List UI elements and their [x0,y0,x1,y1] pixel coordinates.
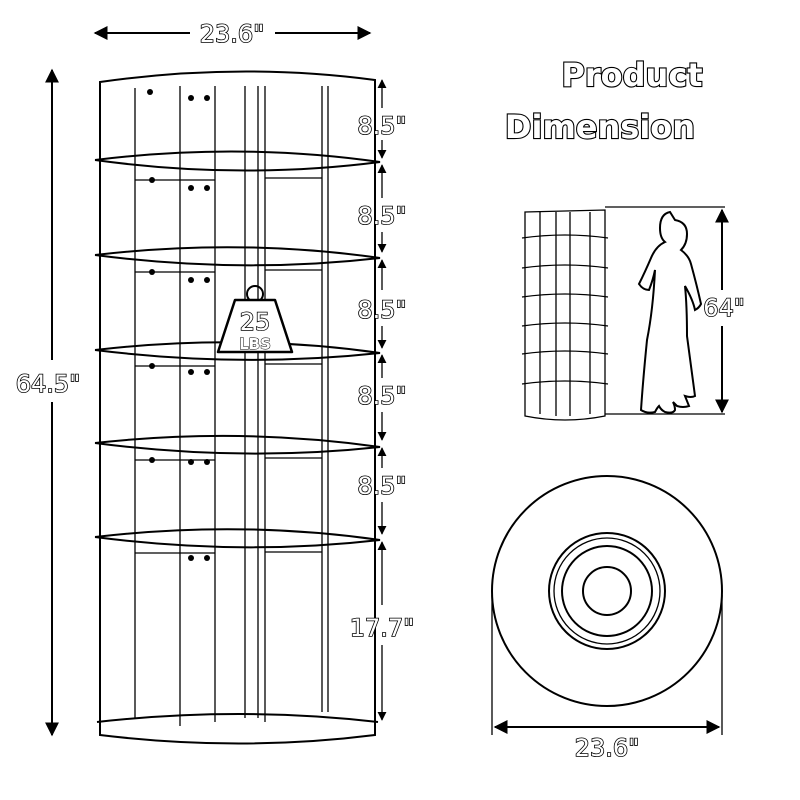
weight-icon: 25 LBS [216,285,294,354]
total-height-label: 64.5" [16,370,80,398]
person-height-label: 64" [703,294,745,322]
tower-shelves [94,150,381,723]
shelf-gap-dimensions: 8.5" 8.5" 8.5" 8.5" 8.5" 17.7" [349,79,415,721]
height-comparison: 64" [521,206,746,421]
person-silhouette-icon [637,210,703,414]
top-view-base: 23.6" [491,475,723,763]
shelf-gap-5: 8.5" [357,472,406,500]
title-line-1: Product [561,56,702,94]
tower-panels [134,86,329,726]
page-title: Product Dimension [504,55,704,147]
title-line-2: Dimension [505,108,695,146]
tower-drawing [94,70,381,745]
tower-pegs [147,89,210,561]
total-height-dimension: 64.5" [15,68,81,737]
shelf-gap-4: 8.5" [357,382,406,410]
weight-unit: LBS [239,335,271,353]
shelf-gap-2: 8.5" [357,202,406,230]
weight-value: 25 [240,308,271,336]
top-width-label: 23.6" [200,20,264,48]
top-width-dimension: 23.6" [93,19,372,49]
shelf-gap-3: 8.5" [357,296,406,324]
bottom-gap-label: 17.7" [350,614,414,642]
shelf-gap-1: 8.5" [357,112,406,140]
base-width-label: 23.6" [575,734,639,762]
